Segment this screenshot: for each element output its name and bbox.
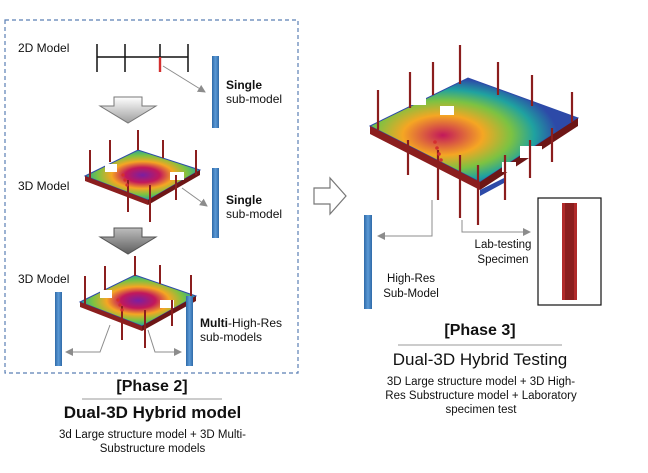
row1-submodel-beam	[212, 56, 219, 128]
hires-pointer	[377, 200, 433, 240]
hires-line1: High-Res	[387, 273, 435, 285]
row2-model-label: 3D Model	[18, 179, 70, 193]
phase2-subtitle: 3d Large structure model + 3D Multi- Sub…	[20, 428, 285, 456]
phase3-subtitle: 3D Large structure model + 3D High- Res …	[350, 375, 612, 417]
lab-specimen-flange-left	[562, 203, 565, 300]
phase3-subtitle-line2: Res Substructure model + Laboratory	[385, 390, 577, 402]
phase3-subtitle-line1: 3D Large structure model + 3D High-	[386, 376, 576, 388]
phase3-title: Dual-3D Hybrid Testing	[392, 350, 568, 369]
row2-pointer	[181, 187, 208, 207]
phase-transition-arrow	[313, 176, 347, 216]
model-2d-frame	[96, 44, 189, 72]
lab-testing-line1: Lab-testing	[474, 239, 532, 251]
phase2-label: [Phase 2]	[116, 378, 188, 395]
down-arrow-2	[98, 227, 158, 255]
hires-label: High-Res Sub-Model	[378, 272, 444, 302]
phase3-subtitle-line3: specimen test	[445, 404, 517, 416]
row3-model-label: 3D Model	[18, 272, 70, 286]
row2-side-text: sub-model	[226, 207, 283, 221]
row1-pointer	[162, 65, 206, 93]
phase3-label: [Phase 3]	[444, 322, 516, 339]
row3-left-submodel-beam	[55, 292, 62, 366]
lab-testing-line2: Specimen	[477, 254, 529, 266]
row2-submodel-beam	[212, 168, 219, 238]
row3-side-label: Multi-High-Res sub-models	[200, 316, 282, 344]
down-arrow-1	[98, 96, 158, 124]
row1-side-bold: Single	[226, 78, 263, 92]
lab-specimen-flange-right	[574, 203, 577, 300]
model-3d-slab-2	[78, 256, 198, 348]
lab-testing-label: Lab-testing Specimen	[468, 238, 538, 268]
row3-left-pointer	[65, 324, 111, 356]
model-3d-slab-large	[368, 45, 580, 225]
phase2-subtitle-line1: 3d Large structure model + 3D Multi-	[59, 429, 246, 441]
phase2-subtitle-line2: Substructure models	[99, 443, 206, 455]
phase2-title: Dual-3D Hybrid model	[63, 403, 242, 422]
hires-line2: Sub-Model	[383, 288, 439, 300]
row1-side-text: sub-model	[226, 92, 283, 106]
lab-pointer	[461, 220, 531, 236]
model-3d-slab-1	[83, 130, 202, 222]
row2-side-label: Single sub-model	[226, 193, 282, 221]
row1-model-label: 2D Model	[18, 41, 70, 55]
phase2-frame	[4, 19, 299, 374]
hires-submodel-beam	[364, 215, 372, 309]
lab-specimen-column	[565, 203, 574, 300]
row3-side-bold: Multi	[200, 316, 228, 330]
row3-right-pointer	[147, 329, 182, 356]
row3-side-text2: sub-models	[200, 330, 263, 344]
row3-side-text: -High-Res	[228, 316, 283, 330]
row3-right-submodel-beam	[186, 296, 193, 366]
row2-side-bold: Single	[226, 193, 263, 207]
row1-side-label: Single sub-model	[226, 78, 282, 106]
